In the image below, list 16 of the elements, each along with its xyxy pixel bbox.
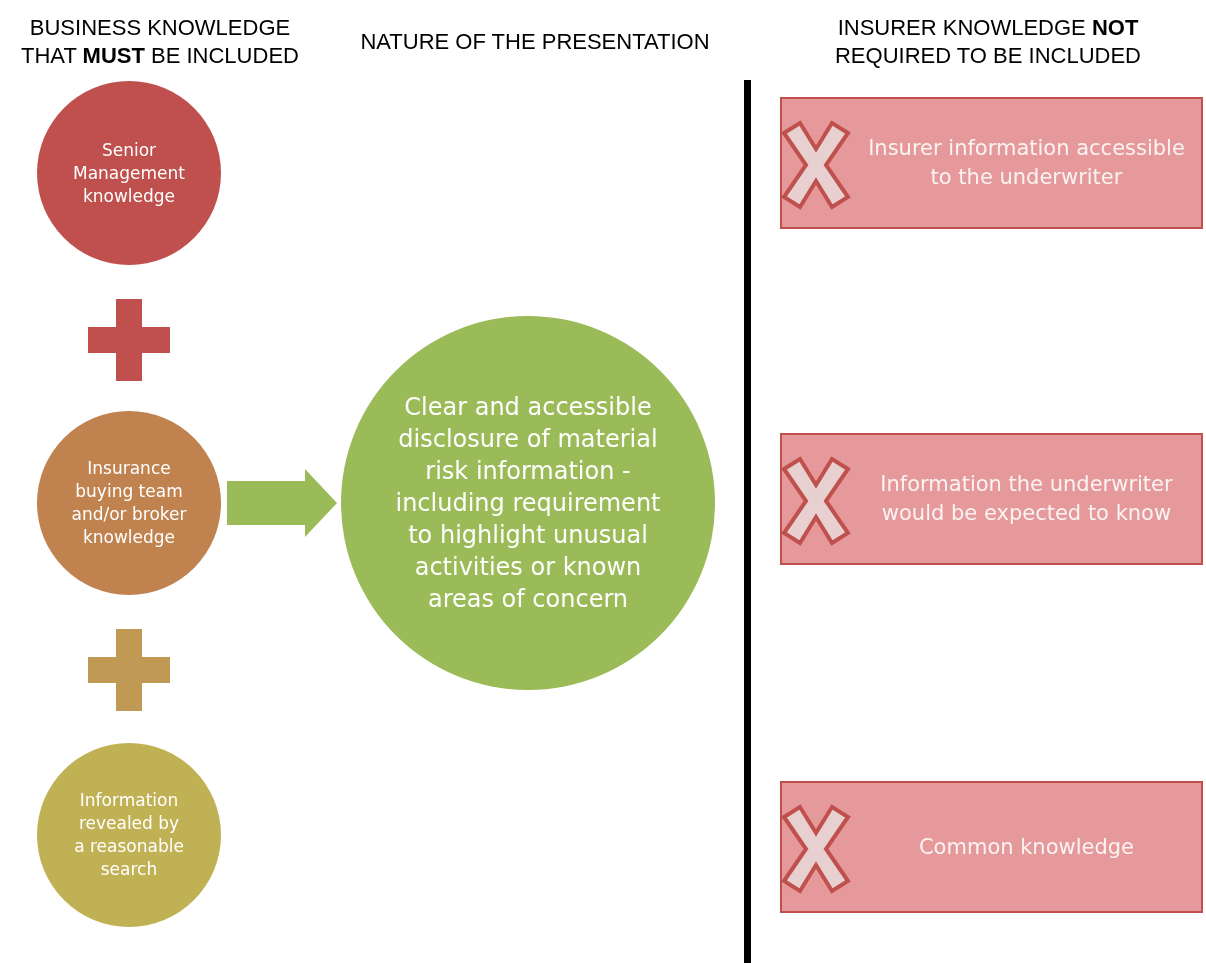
node-text: Insurance buying team and/or broker knowledge [71,457,187,549]
node-text: Insurer information accessible to the underwriter [867,135,1186,191]
node-text: Information the underwriter would be expected to know [879,471,1174,527]
plus-sign [88,629,170,711]
column-heading: INSURER KNOWLEDGE NOT REQUIRED TO BE INCLUDED [834,14,1142,70]
block-arrow [227,469,337,537]
node-text: Senior Management knowledge [72,138,186,208]
node-text: Common knowledge [918,833,1135,861]
node-text: Information revealed by a reasonable search [73,789,185,881]
exclusion-box [780,781,1203,913]
exclusion-box [780,433,1203,565]
plus-sign [88,299,170,381]
column-heading: BUSINESS KNOWLEDGE THAT MUST BE INCLUDED [20,14,300,70]
node-text: Clear and accessible disclosure of material risk information - including requirement to highlight unusual activities or known areas of concern [394,392,662,615]
exclusion-box [780,97,1203,229]
column-heading: NATURE OF THE PRESENTATION [359,28,711,56]
